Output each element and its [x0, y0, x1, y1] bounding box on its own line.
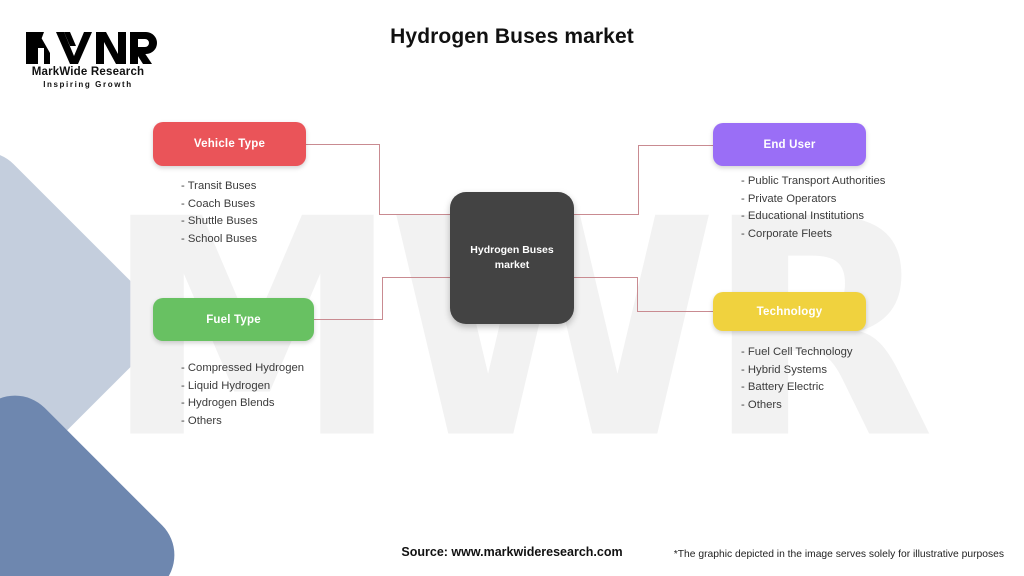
connector-vehicle-vertical — [379, 144, 380, 215]
connector-enduser-horizontal-b — [638, 145, 714, 146]
branch-header-end-user[interactable]: End User — [713, 123, 866, 166]
center-node: Hydrogen Buses market — [450, 192, 574, 324]
list-item: - Battery Electric — [741, 381, 824, 393]
list-item: - Educational Institutions — [741, 210, 865, 222]
list-item: - Private Operators — [741, 192, 837, 205]
list-item: - Coach Buses — [181, 197, 256, 210]
center-node-label-line1: Hydrogen Buses — [470, 243, 554, 256]
connector-vehicle-horizontal-b — [379, 214, 451, 215]
page-title: Hydrogen Buses market — [390, 25, 634, 48]
list-item: - Liquid Hydrogen — [181, 379, 271, 392]
branch-items-vehicle-type: - Transit Buses - Coach Buses - Shuttle … — [181, 178, 258, 248]
logo-name: MarkWide Research — [31, 66, 145, 78]
center-node-label: Hydrogen Buses market — [460, 243, 563, 273]
connector-technology-vertical — [637, 277, 638, 312]
center-node-label-line2: market — [494, 259, 530, 271]
connector-enduser-horizontal-a — [573, 214, 639, 215]
mwr-logo-icon — [26, 32, 157, 64]
connector-technology-horizontal-b — [637, 311, 714, 312]
list-item: - Others — [181, 414, 222, 427]
connector-fuel-horizontal-a — [314, 319, 382, 320]
list-item: - Public Transport Authorities — [741, 175, 886, 187]
connector-fuel-vertical — [382, 277, 383, 320]
list-item: - Corporate Fleets — [741, 227, 833, 240]
branch-items-technology: - Fuel Cell Technology - Hybrid Systems … — [741, 344, 853, 414]
list-item: - Compressed Hydrogen — [181, 362, 305, 374]
logo-tagline: Inspiring Growth — [43, 80, 133, 89]
list-item: - Others — [741, 398, 782, 411]
connector-technology-horizontal-a — [573, 277, 638, 278]
logo: MarkWide Research Inspiring Growth — [18, 22, 208, 89]
list-item: - Fuel Cell Technology — [741, 346, 853, 358]
source-text: Source: www.markwideresearch.com — [401, 545, 623, 559]
list-item: - Hybrid Systems — [741, 363, 827, 376]
branch-header-fuel-type[interactable]: Fuel Type — [153, 298, 314, 341]
connector-enduser-vertical — [638, 145, 639, 215]
list-item: - Transit Buses — [181, 180, 257, 192]
list-item: - Shuttle Buses — [181, 215, 258, 227]
connector-fuel-horizontal-b — [382, 277, 451, 278]
branch-header-technology[interactable]: Technology — [713, 292, 866, 331]
list-item: - Hydrogen Blends — [181, 397, 275, 409]
list-item: - School Buses — [181, 232, 257, 245]
disclaimer-text: *The graphic depicted in the image serve… — [673, 549, 1004, 560]
branch-items-end-user: - Public Transport Authorities - Private… — [741, 173, 885, 243]
branch-header-vehicle-type[interactable]: Vehicle Type — [153, 122, 306, 166]
branch-items-fuel-type: - Compressed Hydrogen - Liquid Hydrogen … — [181, 360, 304, 430]
connector-vehicle-horizontal-a — [306, 144, 379, 145]
